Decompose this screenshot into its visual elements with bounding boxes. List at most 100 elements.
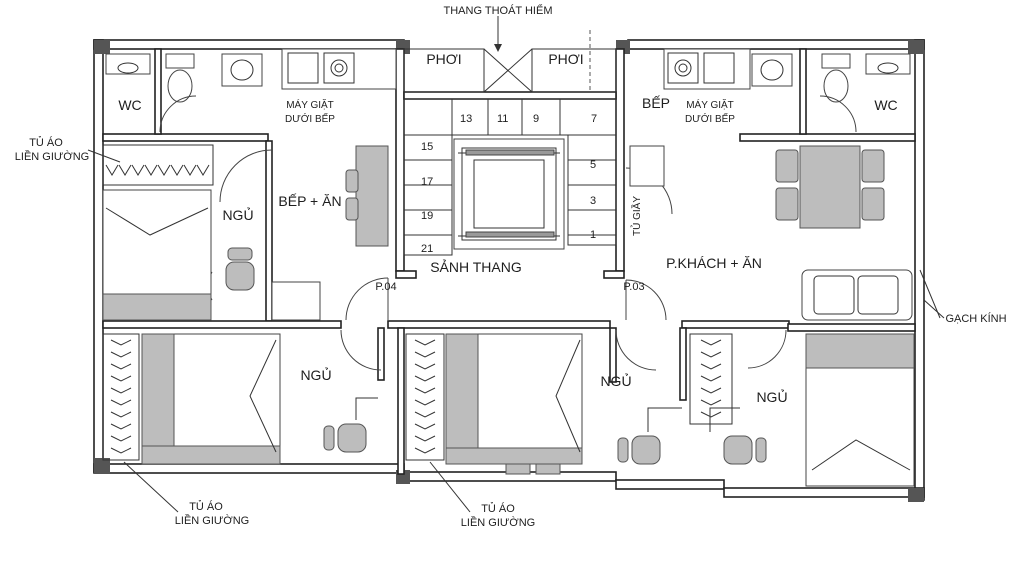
tu-ao-bl-2: LIỀN GIƯỜNG bbox=[175, 514, 249, 527]
hanger-icon bbox=[700, 351, 722, 358]
tu-ao-bm-1: TỦ ÁO bbox=[481, 502, 515, 515]
phoi-left-label: PHƠI bbox=[426, 51, 461, 67]
chair-icon bbox=[225, 247, 255, 291]
sink-icon bbox=[751, 53, 793, 87]
hanger-icon bbox=[700, 363, 722, 370]
leader-lines bbox=[87, 149, 945, 513]
hanger-icon bbox=[110, 447, 132, 454]
stove-icon bbox=[667, 52, 699, 84]
bed-icon bbox=[445, 333, 583, 465]
bedroom-middle bbox=[405, 333, 682, 475]
hanger-icon bbox=[110, 387, 132, 394]
may-giat-right-2: DƯỚI BẾP bbox=[685, 112, 735, 125]
hanger-icon bbox=[414, 399, 436, 406]
stair-step-9: 9 bbox=[533, 113, 539, 125]
interior-walls bbox=[102, 48, 916, 475]
wc-right bbox=[751, 53, 911, 133]
chair-icon bbox=[617, 435, 661, 465]
ngu-right-label: NGỦ bbox=[756, 388, 787, 405]
stair-step-11: 11 bbox=[497, 113, 508, 125]
outer-walls bbox=[93, 39, 925, 502]
bedroom-right bbox=[689, 333, 915, 487]
sink-icon bbox=[105, 53, 151, 75]
phoi-area bbox=[403, 16, 617, 93]
elevator-icon bbox=[453, 138, 565, 250]
wardrobe-icon bbox=[105, 164, 210, 176]
hanger-icon bbox=[414, 387, 436, 394]
tu-ao-bm-2: LIỀN GIƯỜNG bbox=[461, 516, 535, 529]
stair-step-21: 21 bbox=[421, 243, 433, 255]
p-khach-an-label: P.KHÁCH + ĂN bbox=[666, 255, 762, 271]
hanger-icon bbox=[144, 164, 158, 176]
bed-icon bbox=[102, 189, 212, 321]
hanger-icon bbox=[414, 435, 436, 442]
door-swing-icon bbox=[747, 329, 787, 369]
hanger-icon bbox=[118, 164, 132, 176]
hanger-icon bbox=[110, 399, 132, 406]
stair-step-13: 13 bbox=[460, 113, 472, 125]
toilet-icon bbox=[165, 53, 195, 103]
bed-icon bbox=[805, 333, 915, 487]
hanger-icon bbox=[700, 411, 722, 418]
hanger-icon bbox=[105, 164, 119, 176]
phoi-right-label: PHƠI bbox=[548, 51, 583, 67]
chair-icon bbox=[723, 435, 767, 465]
stove-icon bbox=[323, 52, 355, 84]
may-giat-right-1: MÁY GIẶT bbox=[686, 98, 734, 111]
wardrobe-icon bbox=[110, 339, 132, 454]
wc-left-label: WC bbox=[118, 97, 141, 113]
hanger-icon bbox=[110, 375, 132, 382]
dining-table-left bbox=[345, 145, 389, 247]
may-giat-left-2: DƯỚI BẾP bbox=[285, 112, 335, 125]
stair-step-7: 7 bbox=[591, 113, 597, 125]
hanger-icon bbox=[110, 363, 132, 370]
hanger-icon bbox=[414, 375, 436, 382]
stair-step-19: 19 bbox=[421, 210, 433, 222]
tu-giay-label: TỦ GIẦY bbox=[630, 196, 643, 236]
hanger-icon bbox=[700, 339, 722, 346]
staircase: 13 11 9 7 15 5 17 3 19 1 21 bbox=[403, 98, 617, 256]
door-swing-icon bbox=[615, 329, 657, 371]
hanger-icon bbox=[110, 423, 132, 430]
wc-left bbox=[105, 53, 263, 133]
wardrobe-icon bbox=[700, 339, 722, 418]
bedroom-left-top bbox=[102, 144, 321, 321]
stair-step-1: 1 bbox=[590, 229, 596, 241]
stair-step-17: 17 bbox=[421, 176, 433, 188]
sink-icon bbox=[703, 52, 735, 84]
hanger-icon bbox=[183, 164, 197, 176]
hanger-icon bbox=[700, 387, 722, 394]
stair-step-5: 5 bbox=[590, 159, 596, 171]
hanger-icon bbox=[170, 164, 184, 176]
hanger-icon bbox=[414, 423, 436, 430]
stair-step-15: 15 bbox=[421, 141, 433, 153]
hanger-icon bbox=[414, 363, 436, 370]
title-label: THANG THOÁT HIỂM bbox=[444, 4, 553, 17]
hanger-icon bbox=[414, 339, 436, 346]
hanger-icon bbox=[110, 411, 132, 418]
bep-an-label: BẾP + ĂN bbox=[278, 193, 341, 209]
sink-icon bbox=[221, 53, 263, 87]
wc-right-label: WC bbox=[874, 97, 897, 113]
gach-kinh-label: GẠCH KÍNH bbox=[945, 312, 1006, 325]
kitchen-right bbox=[629, 48, 751, 187]
hanger-icon bbox=[110, 435, 132, 442]
hanger-icon bbox=[700, 375, 722, 382]
sanh-thang-label: SẢNH THANG bbox=[430, 259, 522, 275]
hanger-icon bbox=[414, 351, 436, 358]
ngu-left-top-label: NGỦ bbox=[222, 206, 253, 223]
hanger-icon bbox=[414, 411, 436, 418]
bep-right-label: BẾP bbox=[642, 95, 670, 111]
stair-step-3: 3 bbox=[590, 195, 596, 207]
hanger-icon bbox=[110, 339, 132, 346]
tu-ao-top-2: LIỀN GIƯỜNG bbox=[15, 150, 89, 163]
tu-ao-top-1: TỦ ÁO bbox=[29, 136, 63, 149]
door-swing-icon bbox=[625, 279, 667, 321]
hanger-icon bbox=[131, 164, 145, 176]
door-swing-icon bbox=[340, 329, 382, 371]
ngu-mid-label: NGỦ bbox=[600, 372, 631, 389]
hanger-icon bbox=[414, 447, 436, 454]
kitchen-left bbox=[281, 48, 397, 90]
may-giat-left-1: MÁY GIẶT bbox=[286, 98, 334, 111]
